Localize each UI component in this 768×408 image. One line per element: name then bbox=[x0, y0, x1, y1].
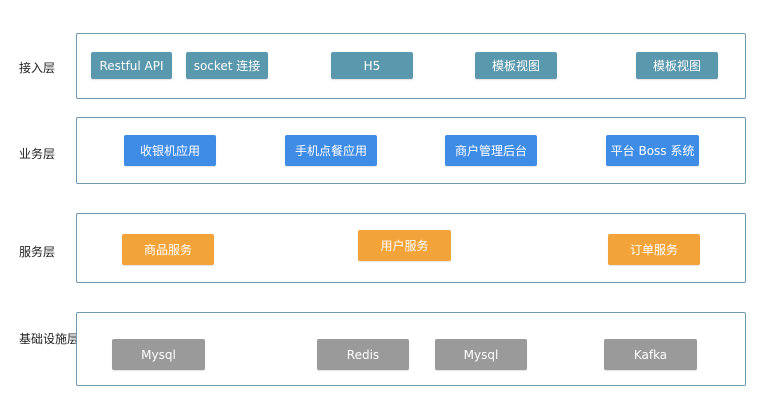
block-user-service: 用户服务 bbox=[358, 230, 451, 261]
block-merchant-admin: 商户管理后台 bbox=[445, 135, 537, 166]
block-redis: Redis bbox=[317, 339, 409, 370]
layer-label-business: 业务层 bbox=[19, 147, 56, 161]
block-h5: H5 bbox=[331, 52, 413, 79]
layer-label-service: 服务层 bbox=[19, 245, 56, 259]
block-mysql-2: Mysql bbox=[435, 339, 527, 370]
layer-label-infra: 基础设施层 bbox=[19, 332, 80, 346]
block-kafka: Kafka bbox=[604, 339, 697, 370]
block-mysql-1: Mysql bbox=[112, 339, 205, 370]
block-template-view-1: 模板视图 bbox=[475, 52, 557, 79]
block-cash-register-app: 收银机应用 bbox=[124, 135, 216, 166]
block-order-service: 订单服务 bbox=[608, 234, 700, 265]
block-product-service: 商品服务 bbox=[122, 234, 214, 265]
block-mobile-order-app: 手机点餐应用 bbox=[285, 135, 377, 166]
block-platform-boss: 平台 Boss 系统 bbox=[606, 135, 699, 166]
block-template-view-2: 模板视图 bbox=[636, 52, 718, 79]
block-restful-api: Restful API bbox=[91, 52, 172, 79]
layer-label-access: 接入层 bbox=[19, 61, 56, 75]
block-socket: socket 连接 bbox=[186, 52, 268, 79]
